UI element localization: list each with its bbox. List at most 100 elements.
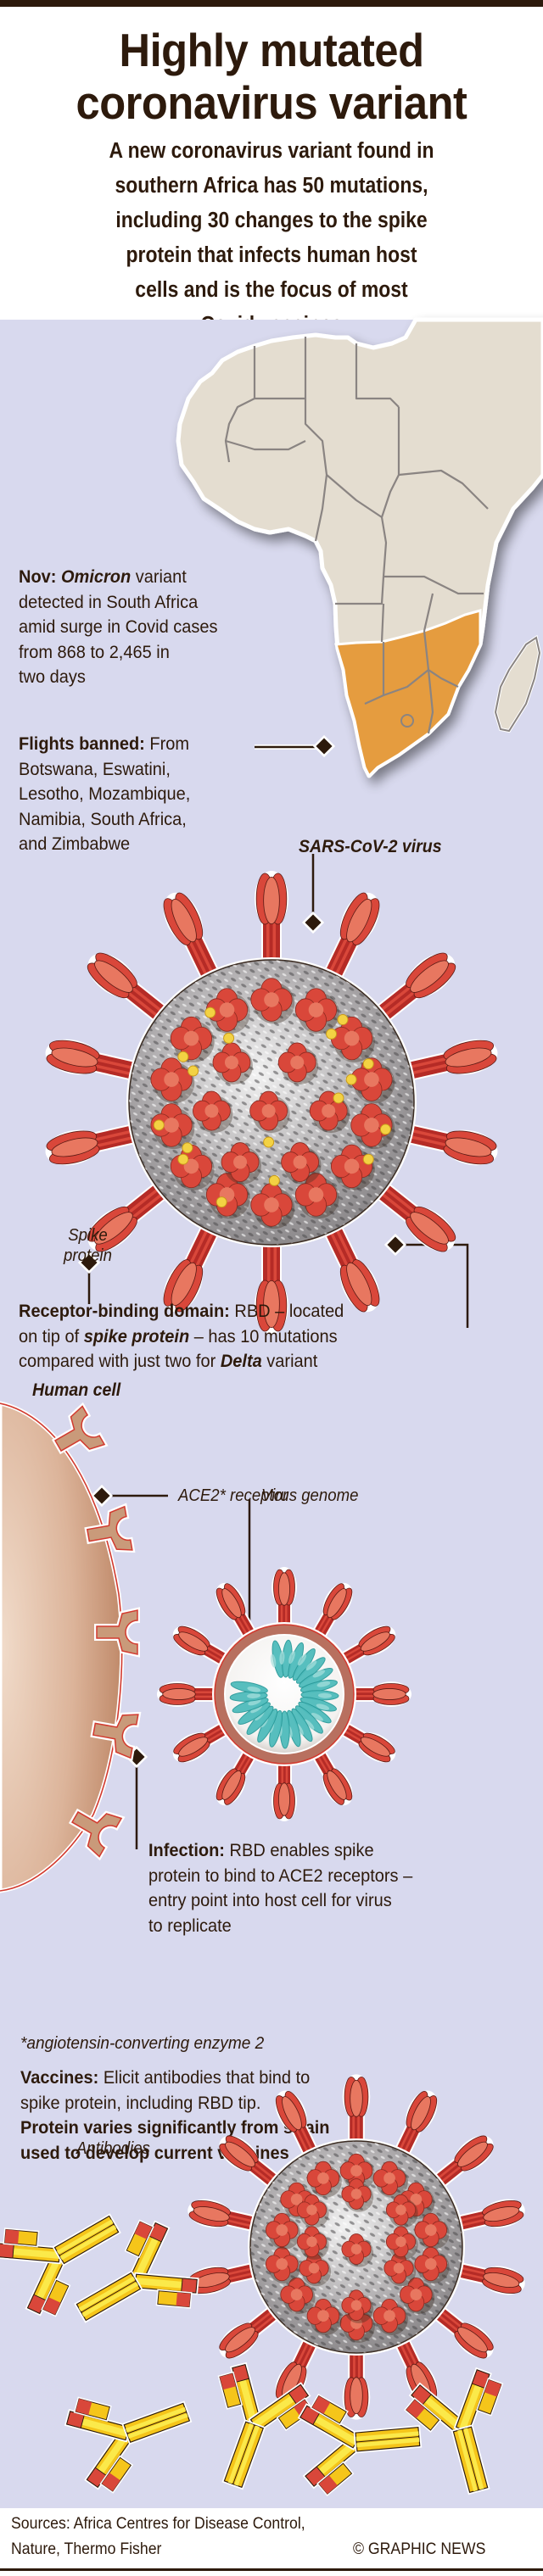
antibodies-label: Antibodies xyxy=(76,2139,150,2158)
spike-protein-icon xyxy=(272,1755,297,1821)
spike-top-icon xyxy=(294,1173,339,1219)
flights-text: From xyxy=(149,733,190,754)
nov-text: amid surge in Covid cases xyxy=(19,616,218,637)
spike-label-line: protein xyxy=(64,1246,112,1265)
spike-top-icon xyxy=(299,2252,332,2287)
antibody-icon xyxy=(217,2361,315,2490)
rbd-text: – has 10 mutations xyxy=(193,1325,338,1347)
vaccines-emphasis: Protein varies significantly from strain xyxy=(20,2117,330,2138)
nov-text: variant xyxy=(135,566,187,587)
membrane-protein-dot xyxy=(182,1142,193,1154)
virus-genome-icon xyxy=(229,1639,339,1749)
flights-banned-note: Flights banned: From Botswana, Eswatini,… xyxy=(19,732,190,857)
spike-top-icon xyxy=(265,2212,301,2250)
membrane-protein-dot xyxy=(337,1014,349,1026)
spike-top-icon xyxy=(281,1142,322,1185)
spike-diamond-icon xyxy=(77,1251,101,1274)
vaccines-text: Elicit antibodies that bind to xyxy=(103,2067,311,2088)
nov-label: Nov: xyxy=(19,566,57,587)
membrane-protein-dot xyxy=(188,1065,199,1077)
spike-protein-icon xyxy=(157,1681,223,1707)
spike-top-icon xyxy=(414,2212,450,2250)
ace2-receptor-icon xyxy=(68,1808,126,1861)
spike-top-icon xyxy=(341,2289,374,2323)
membrane-protein-dot xyxy=(268,1174,280,1186)
rbd-text: RBD – located xyxy=(234,1301,344,1321)
southern-africa-highlight xyxy=(334,609,482,778)
infection-text: to replicate xyxy=(148,1915,232,1936)
spike-protein-icon xyxy=(272,1567,297,1633)
spike-protein-icon xyxy=(333,1625,396,1670)
rbd-emphasis: spike protein xyxy=(83,1325,190,1347)
spike-protein-icon xyxy=(163,1211,227,1313)
ace2-diamond-icon xyxy=(90,1484,114,1508)
subtitle-line: including 30 changes to the spike xyxy=(115,209,428,232)
spike-top-icon xyxy=(265,2246,301,2283)
flights-diamond-icon xyxy=(312,734,336,758)
ace2-receptor-icon xyxy=(94,1607,140,1658)
omicron-label: Omicron xyxy=(61,566,132,587)
spike-top-icon xyxy=(385,2194,418,2228)
subtitle-line: southern Africa has 50 mutations, xyxy=(115,174,428,198)
spike-top-icon xyxy=(400,2277,435,2314)
spike-top-icon xyxy=(221,1142,262,1185)
spike-top-icon xyxy=(249,1090,290,1134)
infection-text: RBD enables spike xyxy=(229,1840,374,1860)
lesotho-border xyxy=(400,714,414,728)
spike-top-icon xyxy=(296,2194,329,2228)
spike-top-icon xyxy=(309,1090,350,1134)
title-line-1: Highly mutated xyxy=(119,24,424,76)
antibody-icon xyxy=(0,2213,121,2317)
spike-top-icon xyxy=(205,988,250,1034)
flights-text: Botswana, Eswatini, xyxy=(19,758,171,779)
virus-diamond-icon xyxy=(301,911,325,934)
spike-top-icon xyxy=(205,1173,250,1219)
spike-top-icon xyxy=(294,988,339,1034)
spike-top-icon xyxy=(150,1103,195,1150)
membrane-protein-dot xyxy=(177,1051,189,1062)
spike-top-icon xyxy=(193,1090,233,1134)
rbd-diamond-icon xyxy=(383,1233,407,1257)
top-rule xyxy=(0,0,543,7)
ace2-receptor-icon xyxy=(51,1402,109,1455)
spike-top-icon xyxy=(306,2298,342,2335)
spike-top-icon xyxy=(341,2233,374,2267)
vaccines-text: spike protein, including RBD tip. xyxy=(20,2092,261,2113)
membrane-protein-dot xyxy=(216,1196,227,1208)
infection-note: Infection: RBD enables spike protein to … xyxy=(148,1838,412,1938)
antibody-icon xyxy=(404,2367,504,2495)
virus-cross-section xyxy=(157,1567,411,1821)
spike-top-icon xyxy=(350,1057,395,1104)
membrane-protein-dot xyxy=(362,1153,374,1165)
spike-label-line: Spike xyxy=(68,1226,108,1245)
ace2-receptor-icon xyxy=(84,1503,136,1553)
sources-line: Nature, Thermo Fisher xyxy=(11,2540,162,2558)
spike-protein-icon xyxy=(391,1120,498,1166)
subtitle-line: cells and is the focus of most xyxy=(135,278,408,302)
spike-top-icon xyxy=(280,2277,316,2314)
vaccines-note: Vaccines: Elicit antibodies that bind to… xyxy=(20,2066,329,2166)
membrane-protein-dot xyxy=(204,1006,216,1018)
omicron-note: Nov: Omicron variant detected in South A… xyxy=(19,565,218,690)
rbd-text: compared with just two for xyxy=(19,1351,216,1371)
spike-top-icon xyxy=(372,2161,408,2198)
membrane-protein-dot xyxy=(153,1119,165,1131)
spike-top-icon xyxy=(277,1042,319,1084)
spike-top-icon xyxy=(250,978,295,1024)
membrane-protein-dot xyxy=(223,1032,235,1044)
spike-top-icon xyxy=(383,2252,417,2287)
nov-text: two days xyxy=(19,666,86,687)
subtitle-line: protein that infects human host xyxy=(126,243,417,267)
vaccines-label: Vaccines: xyxy=(20,2067,99,2088)
rbd-label: Receptor-binding domain: xyxy=(19,1301,230,1321)
bottom-rule xyxy=(0,2568,543,2571)
membrane-protein-dot xyxy=(333,1092,344,1104)
membrane-protein-dot xyxy=(379,1124,391,1135)
sources-line: Sources: Africa Centres for Disease Cont… xyxy=(11,2515,305,2533)
spike-protein-icon xyxy=(333,1718,396,1763)
rbd-text: variant xyxy=(266,1351,318,1371)
